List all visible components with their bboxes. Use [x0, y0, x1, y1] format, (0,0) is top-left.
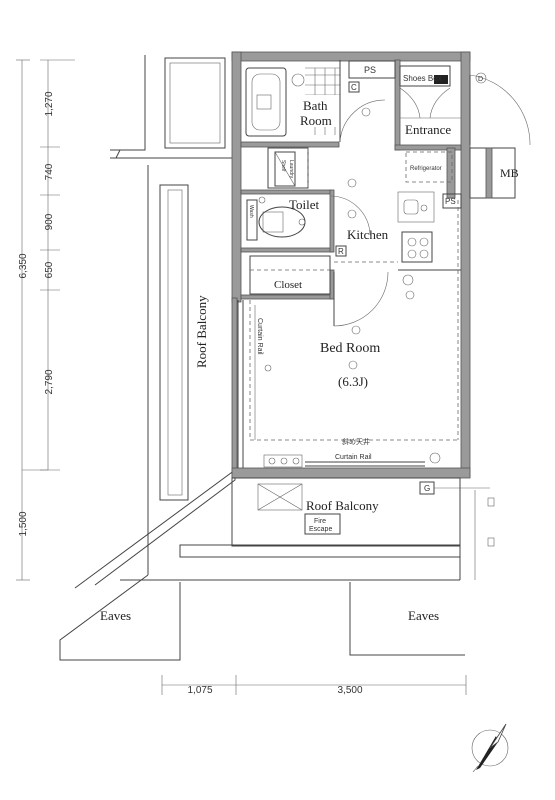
- roof-balcony-left-label: Roof Balcony: [194, 295, 209, 368]
- d-label: D: [478, 76, 483, 83]
- refrigerator-label: Refrigerator: [410, 166, 442, 172]
- curtain-rail-h-label: Curtain Rail: [335, 454, 372, 461]
- mb-room: [469, 147, 516, 199]
- eaves-structure: [59, 469, 476, 661]
- unit-walls: [231, 51, 471, 479]
- slope-ceiling-label: 斜め天井: [342, 437, 370, 446]
- eaves-left-label: Eaves: [100, 608, 131, 623]
- kitchen: Kitchen R: [334, 191, 461, 300]
- toilet-label: Toilet: [289, 197, 320, 212]
- shelf-label: Shelf: [280, 160, 286, 172]
- dim-3500: 3,500: [337, 685, 362, 696]
- dim-6350: 6,350: [18, 253, 29, 278]
- bedroom-door[interactable]: [333, 271, 389, 327]
- ps-right-label: PS: [445, 197, 456, 206]
- wash-label: Wash: [248, 205, 254, 218]
- refrigerator: [405, 151, 453, 183]
- ceiling-light-icon: [348, 360, 358, 370]
- fire-escape-label-2: Escape: [309, 526, 332, 533]
- r-label: R: [338, 247, 344, 256]
- fire-escape-label-1: Fire: [314, 518, 326, 525]
- dim-1075: 1,075: [187, 685, 212, 696]
- closet: Closet: [249, 255, 331, 295]
- horizontal-dimensions: 1,075 3,500: [161, 675, 467, 696]
- laundry-label: Laundry: [288, 160, 294, 179]
- ceiling-light-icon: [347, 178, 357, 188]
- laundry-area: Shelf Laundry: [267, 147, 309, 190]
- kitchen-label: Kitchen: [347, 227, 389, 242]
- bedroom-label: Bed Room: [320, 341, 380, 356]
- g-label: G: [424, 484, 430, 493]
- closet-label: Closet: [274, 279, 302, 291]
- roof-balcony-bottom-label: Roof Balcony: [306, 498, 379, 513]
- dim-900: 900: [44, 213, 55, 230]
- north-arrow-icon: [471, 723, 509, 773]
- building-outline: [110, 55, 236, 575]
- eaves-right-label: Eaves: [408, 608, 439, 623]
- c-label: C: [351, 83, 357, 92]
- bottom-window: Curtain Rail: [263, 452, 441, 468]
- entrance: Shoes Box Entrance: [399, 65, 461, 137]
- dim-650: 650: [44, 261, 55, 278]
- ps-top: [348, 60, 396, 79]
- mb-label: MB: [500, 166, 519, 180]
- bath-door[interactable]: [339, 99, 386, 143]
- entrance-door[interactable]: D: [469, 72, 531, 146]
- left-window: Curtain Rail: [237, 300, 272, 468]
- bathroom: Bath Room: [245, 60, 341, 142]
- bath-label-1: Bath: [303, 98, 328, 113]
- c-box: [348, 81, 360, 93]
- curtain-rail-v-label: Curtain Rail: [256, 318, 263, 355]
- bedroom: Bed Room (6.3J) 斜め天井: [249, 200, 459, 446]
- ps-right: [442, 193, 462, 209]
- vertical-dimensions: 1,270 740 900 650 2,790 1,500 6,350: [16, 59, 75, 581]
- shoes-box-label: Shoes Box: [403, 74, 442, 83]
- ceiling-light-icon: [351, 325, 361, 335]
- bath-label-2: Room: [300, 113, 332, 128]
- dim-2790: 2,790: [44, 369, 55, 394]
- ceiling-light-icon: [361, 107, 371, 117]
- dim-1500: 1,500: [18, 511, 29, 536]
- roof-balcony-bottom: Roof Balcony Fire Escape G: [231, 477, 495, 547]
- toilet: Wash Toilet: [246, 195, 371, 241]
- dim-1270: 1,270: [44, 91, 55, 116]
- dim-740: 740: [44, 163, 55, 180]
- bedroom-size: (6.3J): [338, 374, 368, 389]
- ceiling-light-icon: [347, 209, 357, 219]
- ps-top-label: PS: [364, 65, 376, 75]
- entrance-label: Entrance: [405, 122, 451, 137]
